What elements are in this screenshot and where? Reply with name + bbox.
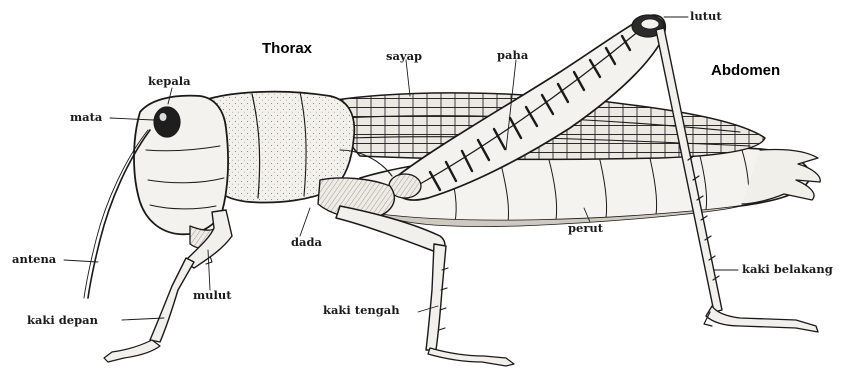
middle-leg xyxy=(336,206,514,366)
label-kepala: kepala xyxy=(148,76,191,88)
label-lutut: lutut xyxy=(690,11,722,23)
label-thorax: Thorax xyxy=(262,41,312,56)
label-antena: antena xyxy=(12,254,56,266)
label-kaki-belakang: kaki belakang xyxy=(742,264,833,276)
label-mulut: mulut xyxy=(193,290,232,302)
label-kaki-tengah: kaki tengah xyxy=(323,305,400,317)
label-mata: mata xyxy=(70,112,102,124)
leader-antena xyxy=(64,260,98,262)
label-dada: dada xyxy=(291,237,322,249)
label-perut: perut xyxy=(568,223,603,235)
leader-dada xyxy=(300,208,310,236)
label-kaki-depan: kaki depan xyxy=(27,315,98,327)
label-abdomen: Abdomen xyxy=(711,63,780,78)
leader-sayap xyxy=(406,60,410,96)
label-sayap: sayap xyxy=(386,51,422,63)
front-leg xyxy=(104,210,232,362)
label-paha: paha xyxy=(497,50,528,62)
